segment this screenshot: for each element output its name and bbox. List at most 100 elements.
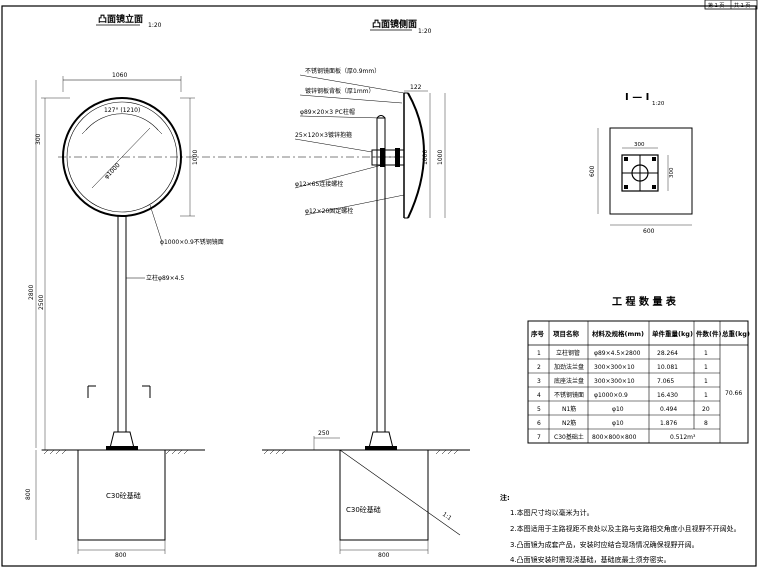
table-row: 6 N2筋 φ10 1.876 8 [537,419,708,427]
sheet-border [1,5,757,567]
table-row: 2 加劲法兰盘 300×300×10 10.081 1 [537,363,708,371]
cell-index: 1 [537,350,541,357]
table-row: 1 立柱钢管 φ89×4.5×2800 28.264 1 [537,349,708,357]
front-dim-total: 2800 [28,285,35,300]
side-pole-cap [376,115,386,119]
side-foundation-label: C30砼基础 [346,505,381,514]
cell-spec: 300×300×10 [594,364,635,371]
side-dim-base-width: 800 [378,552,390,559]
callout-back-plate: 镀锌钢板背板（厚1mm） [305,87,375,95]
front-pole [117,215,127,433]
side-dim-top: 122 [410,84,422,91]
section-outer-square [609,127,693,215]
table-row: 4 不锈钢镜面 φ1000×0.9 16.430 1 [537,391,708,399]
cell-index: 4 [537,392,541,399]
section-mark-left [87,385,96,398]
side-view-scale: 1:20 [418,28,432,35]
cell-count: 20 [702,406,710,413]
cell-index: 2 [537,364,541,371]
th-total: 总重(kg) [722,329,750,338]
side-base-flange [368,431,394,449]
callout-connect-bolt: φ12×65连接螺栓 [295,180,343,188]
side-dim-front: 1000 [422,150,429,165]
front-base-flange [109,431,135,449]
cell-unit-weight: 0.494 [660,406,677,413]
front-label-pole: 立柱φ89×4.5 [146,274,184,282]
side-dim-base-offset: 250 [318,430,330,437]
title-block: 第 1 页 共 1 页 [704,0,758,10]
th-name: 项目名称 [553,329,580,338]
cell-unit-weight: 16.430 [657,392,678,399]
mirror-label-leader [149,204,163,243]
cell-spec: φ10 [612,420,624,427]
front-dim-right: 1000 [192,150,199,165]
cell-spec: 800×800×800 [592,434,637,441]
cell-unit-weight: 10.081 [657,364,678,371]
side-view-title: 凸面镜侧面 [372,18,417,30]
side-clamp [371,149,405,166]
cell-spec: φ1000×0.9 [594,392,628,399]
section-dim-height: 600 [589,165,596,177]
table-title: 工 程 数 量 表 [612,295,677,308]
front-angle-label: 127° (1210) [104,107,140,114]
cell-index: 5 [537,406,541,413]
sheet-number: 第 1 页 [708,2,724,9]
callout-mirror-panel: 不锈钢镜面板（厚0.9mm） [305,67,380,75]
table-row: 3 底座法兰盘 300×300×10 7.065 1 [537,377,708,385]
cell-spec: 300×300×10 [594,378,635,385]
cell-name: N1筋 [562,405,576,413]
cell-index: 3 [537,378,541,385]
cell-count: 1 [704,350,708,357]
side-callouts: 不锈钢镜面板（厚0.9mm） 镀锌钢板背板（厚1mm） φ89×20×3 PC柱… [294,67,405,216]
front-ground-hatch [43,449,189,455]
front-view-scale: 1:20 [148,22,162,29]
side-slope-line [339,449,461,536]
note-item: 3.凸面镜为成套产品，安装时应结合现场情况确保视野开阔。 [510,540,699,549]
th-unit-weight: 单件重量(kg) [652,329,693,338]
view-angle-arc [85,113,159,131]
front-view-title: 凸面镜立面 [98,13,143,25]
front-foundation [77,449,166,541]
front-label-mirror: φ1000×0.9不锈钢镜面 [160,238,224,246]
mirror-diameter-line [91,127,151,189]
cell-unit-weight: 28.264 [657,350,678,357]
front-dim-pole: 2500 [38,295,45,310]
front-dim-base-width: 800 [115,552,127,559]
front-foundation-label: C30砼基础 [106,491,141,500]
table-row: 7 C30基础土 800×800×800 0.512m³ [537,433,696,441]
side-slope-label: 1:1 [441,511,453,522]
cell-unit-weight: 0.512m³ [670,434,696,441]
callout-fix-bolt: φ12×20固定螺栓 [305,207,353,215]
table-total-weight: 70.66 [725,390,742,397]
cell-count: 1 [704,378,708,385]
front-mirror-dia: φ1000 [103,162,122,181]
quantity-table: 工 程 数 量 表 序号 项目名称 材料及规格(mm) 单件重量(kg) 件数(… [527,295,750,444]
cell-spec: φ10 [612,406,624,413]
side-ground-hatch [263,449,459,455]
cell-count: 1 [704,392,708,399]
cell-unit-weight: 1.876 [660,420,677,427]
section-dim-width: 600 [643,228,655,235]
notes: 注: 1.本图尺寸均以毫米为计。 2.本图适用于主路视距不良处以及主路与支路相交… [500,493,741,564]
front-dim-base-depth: 800 [25,488,32,500]
section-mark-right [142,385,151,398]
section-dim-inner-v: 300 [669,167,675,178]
section-title: I — I [625,92,649,103]
side-dim-back: 1000 [437,150,444,165]
front-dim-top: 300 [35,133,42,145]
section-view: I — I 1:20 300 300 600 600 [589,92,693,235]
cell-name: N2筋 [562,419,576,427]
cell-count: 1 [704,364,708,371]
cell-index: 6 [537,420,541,427]
cell-name: C30基础土 [554,433,584,441]
th-index: 序号 [530,329,545,338]
callout-clamp: 25×120×3镀锌抱箍 [295,131,352,139]
cell-name: 立柱钢管 [556,349,580,357]
cell-unit-weight: 7.065 [657,378,674,385]
cell-count: 8 [704,420,708,427]
note-item: 2.本图适用于主路视距不良处以及主路与支路相交角度小且视野不开阔处。 [510,524,741,533]
th-spec: 材料及规格(mm) [591,329,644,338]
side-foundation [339,449,429,541]
note-item: 4.凸面镜安装时需现浇基础，基础底最土须夯密实。 [510,555,671,564]
